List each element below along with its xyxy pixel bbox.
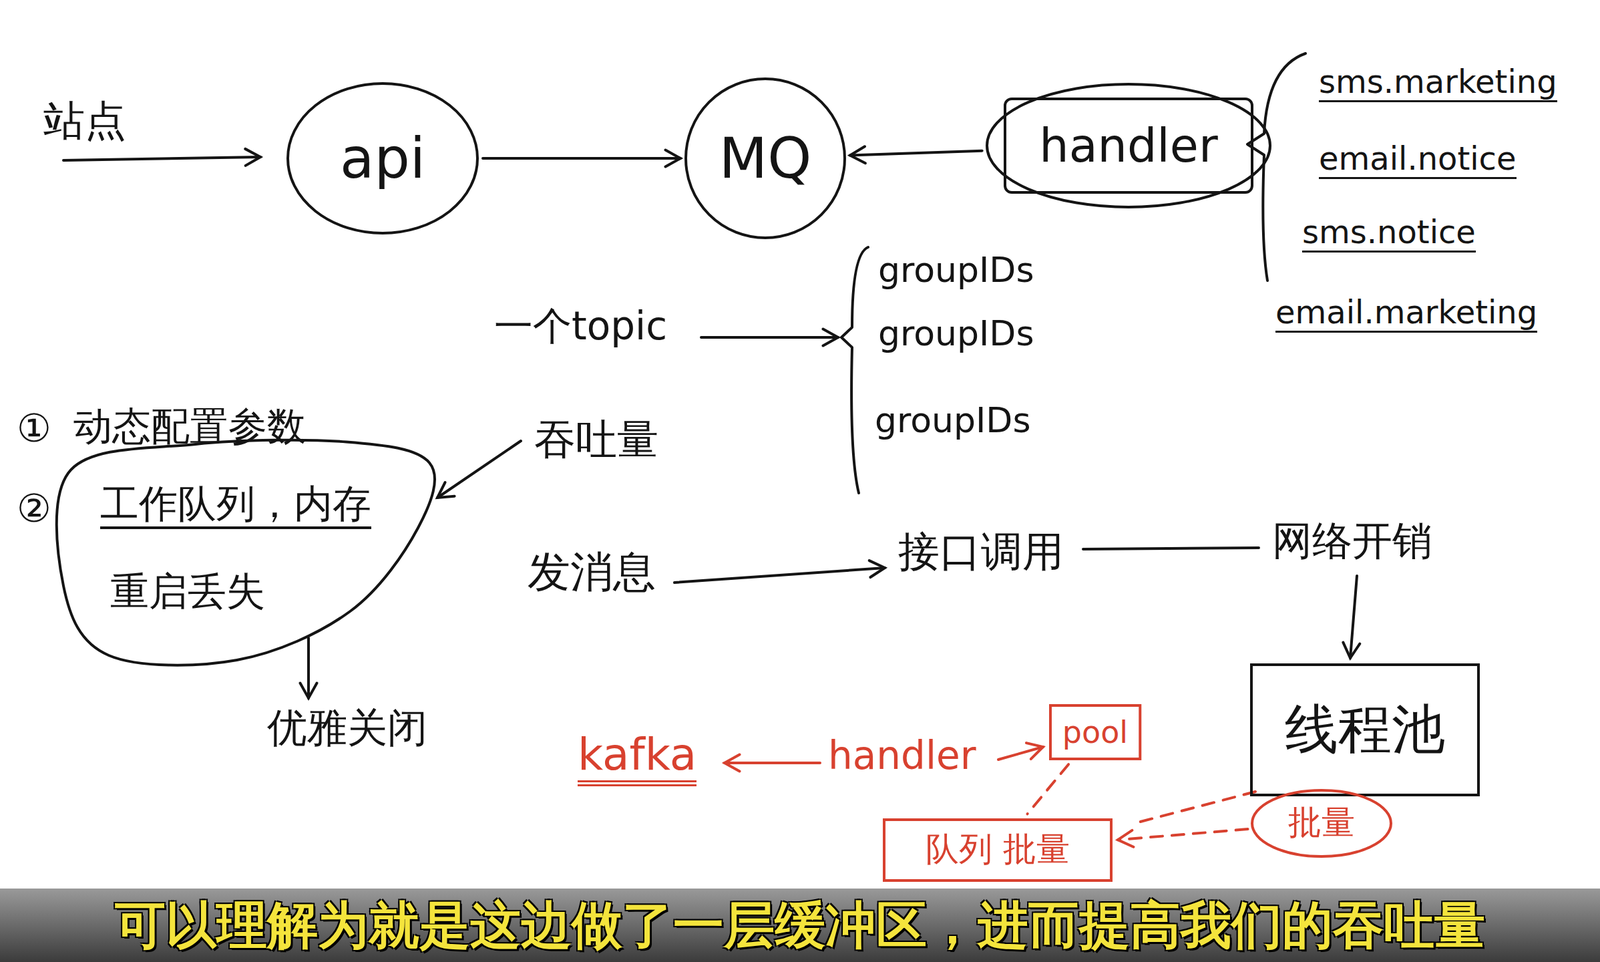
group-label: groupIDs: [874, 400, 1032, 441]
box-outline: [884, 819, 1112, 881]
dashed-stroke: [1135, 791, 1256, 823]
node-text: 工作队列，内存: [100, 481, 372, 529]
queue-name: sms.notice: [1302, 213, 1476, 253]
node-text: 批量: [1288, 803, 1355, 843]
kafka-label: kafka: [577, 729, 697, 786]
note-label: 动态配置参数: [73, 404, 306, 449]
shutdown-arrow: [307, 637, 310, 698]
connector: [482, 156, 681, 160]
connector: [1027, 763, 1070, 814]
group-bracket: [841, 247, 869, 493]
pool-arrow: [1350, 575, 1357, 658]
batch-circle: 批量: [1250, 787, 1393, 859]
kafka-arrow: [724, 761, 821, 764]
ink-strokes: [63, 53, 1357, 698]
handler-ellipse: handler: [984, 82, 1273, 210]
queue-name: email.marketing: [1275, 293, 1538, 333]
handler-label: handler: [828, 733, 977, 778]
thread-pool-box: 线程池: [1250, 663, 1480, 796]
connector: [850, 150, 983, 156]
send-arrow: [674, 567, 885, 583]
ellipse-outline: [685, 78, 845, 238]
caption-text: 可以理解为就是这边做了一层缓冲区，进而提高我们的吞吐量: [114, 896, 1486, 953]
handler-pool-arrow: [998, 746, 1044, 760]
callout-number: ②: [16, 486, 52, 531]
node-text: 队列 批量: [925, 830, 1070, 869]
cost-line: [1083, 547, 1259, 549]
red-strokes: [724, 746, 1256, 823]
node-text: 重启丢失: [110, 568, 266, 614]
note-label: 吞吐量: [534, 415, 659, 463]
topic-label: 一个topic: [494, 303, 668, 349]
blob-outline: [56, 440, 435, 666]
topic-arrow: [701, 335, 839, 339]
ellipse-outline: [287, 83, 478, 234]
group-label: groupIDs: [878, 313, 1035, 354]
box-outline: [1050, 705, 1140, 759]
note-label: 优雅关闭: [267, 704, 428, 751]
box-outline: [1251, 664, 1479, 795]
ellipse-outline: [986, 84, 1271, 208]
throughput-arrow: [437, 440, 521, 498]
note-label: 网络开销: [1272, 517, 1433, 564]
node-text: pool: [1062, 714, 1128, 750]
api-circle: api: [285, 81, 480, 236]
subtitle-bar: 可以理解为就是这边做了一层缓冲区，进而提高我们的吞吐量: [0, 888, 1600, 962]
memory-queue-blob: 工作队列，内存重启丢失: [63, 434, 441, 667]
pool-box: pool: [1049, 703, 1142, 760]
note-label: 接口调用: [898, 527, 1064, 575]
ellipse-outline: [1252, 789, 1391, 857]
connector: [1117, 828, 1249, 840]
group-label: groupIDs: [878, 250, 1035, 291]
queue-bracket: [1247, 53, 1306, 281]
callout-number: ①: [16, 406, 52, 451]
shape-outline: [63, 434, 441, 667]
node-text: 线程池: [1284, 698, 1446, 760]
handler-frame: [1005, 98, 1253, 193]
queue-name: sms.marketing: [1318, 63, 1558, 103]
node-text: handler: [1039, 118, 1218, 173]
queue-batch-box: 队列 批量: [882, 818, 1113, 882]
site-arrow: [63, 156, 261, 161]
note-label: 发消息: [527, 547, 656, 597]
site-label: 站点: [43, 96, 127, 145]
node-text: MQ: [719, 126, 813, 191]
node-text: api: [339, 126, 426, 191]
queue-name: email.notice: [1318, 140, 1517, 179]
mq-circle: MQ: [683, 76, 847, 240]
